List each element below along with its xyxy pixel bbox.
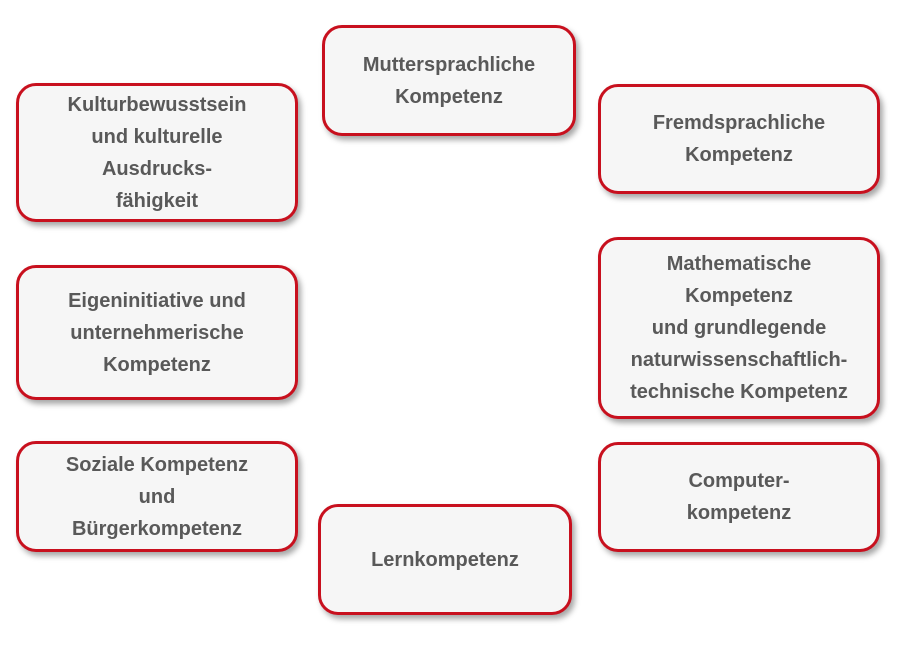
- box-fremdsprachliche-kompetenz: Fremdsprachliche Kompetenz: [598, 84, 880, 194]
- box-label: Kulturbewusstsein und kulturelle Ausdruc…: [67, 93, 247, 212]
- box-label: Computer- kompetenz: [686, 470, 792, 524]
- box-eigeninitiative: Eigeninitiative und unternehmerische Kom…: [16, 265, 298, 400]
- box-soziale-kompetenz: Soziale Kompetenz und Bürgerkompetenz: [16, 441, 298, 552]
- box-mathematische-kompetenz: Mathematische Kompetenz und grundlegende…: [598, 237, 880, 419]
- box-label: Eigeninitiative und unternehmerische Kom…: [68, 289, 246, 376]
- box-label: Muttersprachliche Kompetenz: [362, 53, 536, 108]
- box-label: Lernkompetenz: [371, 548, 519, 571]
- box-computerkompetenz: Computer- kompetenz: [598, 442, 880, 552]
- box-lernkompetenz: Lernkompetenz: [318, 504, 572, 615]
- box-label: Fremdsprachliche Kompetenz: [652, 112, 826, 166]
- box-label: Soziale Kompetenz und Bürgerkompetenz: [65, 453, 249, 540]
- box-label: Mathematische Kompetenz und grundlegende…: [630, 253, 848, 403]
- box-kulturbewusstsein: Kulturbewusstsein und kulturelle Ausdruc…: [16, 83, 298, 222]
- box-muttersprachliche-kompetenz: Muttersprachliche Kompetenz: [322, 25, 576, 136]
